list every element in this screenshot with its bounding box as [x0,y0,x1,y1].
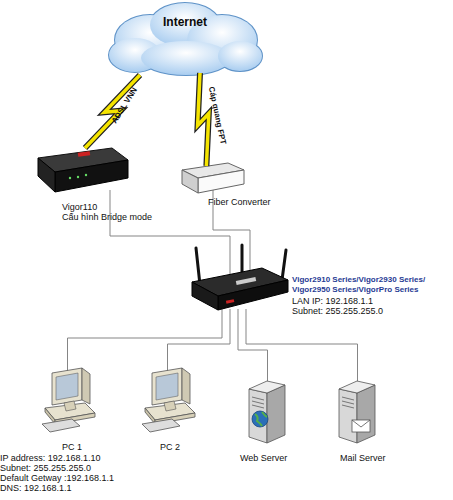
subnet-label: Subnet: 255.255.255.0 [0,463,160,473]
device-label: Fiber Converter [208,197,298,207]
web-server-icon [249,381,285,443]
cloud-node: Internet [110,2,260,77]
mail-server-icon [339,381,375,443]
cable-line [246,309,358,385]
server-node: Web Server [245,375,290,443]
device-label: PC 2 [160,442,220,452]
router-node: Vigor2910 Series/Vigor2930 Series/ Vigor… [190,245,290,315]
converter-node: Fiber Converter [180,162,246,194]
cable-line [168,309,231,376]
pc-node: PC 2 [140,368,195,433]
router-device [192,245,288,310]
device-model: Vigor2910 Series/Vigor2930 Series/ Vigor… [292,275,452,295]
ip-label: LAN IP: 192.168.1.1 [292,296,442,306]
pc-icon [42,368,95,432]
subnet-label: Subnet: 255.255.255.0 [292,306,442,316]
device-label: PC 1 [62,442,122,452]
pc-node: PC 1IP address: 192.168.1.10Subnet: 255.… [40,368,95,433]
internet-cloud [109,3,262,75]
fiber-converter-device [182,163,244,193]
ip-label: IP address: 192.168.1.10 [0,453,160,463]
cable-line [238,309,268,385]
device-note: Cấu hình Bridge mode [62,212,182,222]
modem-device [38,148,128,192]
device-label: Web Server [240,453,320,463]
device-label: Vigor110 [62,202,172,212]
dns-label: DNS: 192.168.1.1 [0,483,160,493]
gateway-label: Default Getway :192.168.1.1 [0,473,160,483]
pc-icon [142,368,195,432]
server-node: Mail Server [335,375,380,443]
lightning-link [85,75,140,148]
device-label: Mail Server [340,453,420,463]
cable-line [68,309,223,376]
node-title: Internet [110,15,260,29]
modem-node: Vigor110Cấu hình Bridge mode [30,140,130,200]
